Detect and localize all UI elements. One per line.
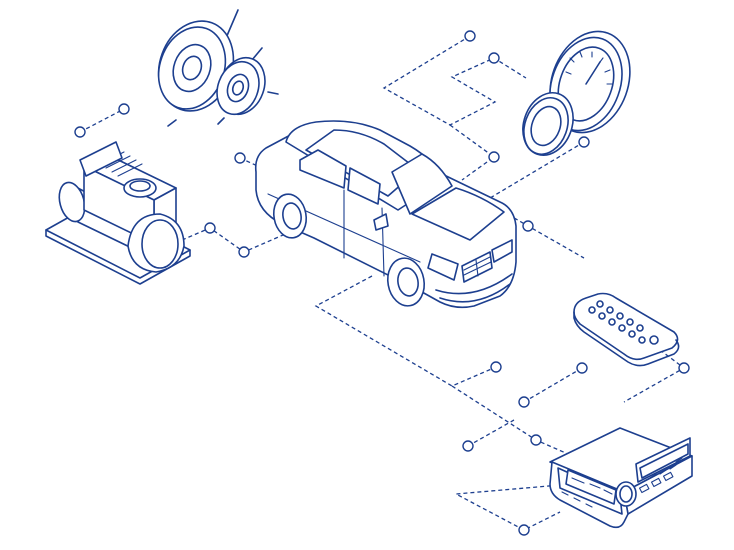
remote-control-icon [574, 294, 679, 366]
car-icon [256, 121, 516, 309]
connector-compressor-top [80, 109, 124, 132]
air-compressor-icon [46, 142, 190, 284]
node [491, 362, 501, 372]
node [523, 221, 533, 231]
connector-gauges-car [450, 125, 494, 180]
node [119, 104, 129, 114]
node [579, 137, 589, 147]
connector-lower-left [468, 420, 514, 446]
node [239, 247, 249, 257]
connector-top-network [384, 36, 526, 125]
node [463, 441, 473, 451]
node [465, 31, 475, 41]
connector-lower-mid [524, 368, 582, 402]
node [489, 152, 499, 162]
node [577, 363, 587, 373]
node [235, 153, 245, 163]
node [531, 435, 541, 445]
node [489, 53, 499, 63]
node [519, 525, 529, 535]
node [519, 397, 529, 407]
speakers-icon [146, 10, 278, 126]
connector-compressor-car [182, 228, 290, 252]
node [75, 127, 85, 137]
node [679, 363, 689, 373]
node [205, 223, 215, 233]
car-stereo-head-unit-icon [550, 428, 692, 527]
